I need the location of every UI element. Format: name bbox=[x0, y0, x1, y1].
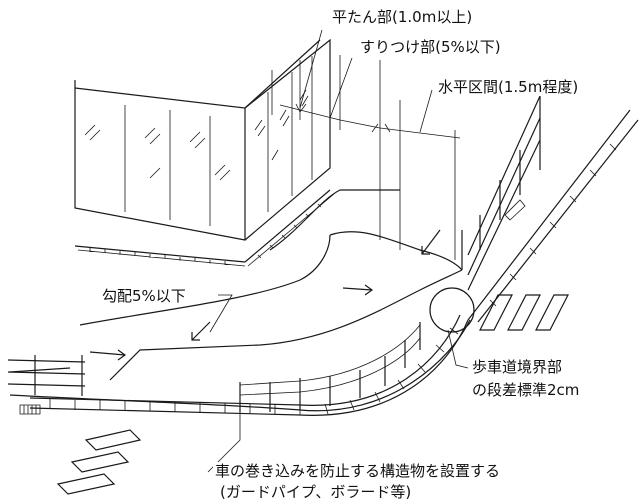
label-slope: 勾配5%以下 bbox=[100, 287, 188, 305]
building bbox=[74, 38, 335, 267]
label-barrier-line1: 車の巻き込みを防止する構造物を設置する bbox=[213, 462, 503, 480]
dimension-extensions bbox=[271, 55, 456, 260]
window-mullions-right bbox=[267, 56, 313, 212]
left-fence-rails bbox=[7, 359, 86, 387]
dimension-lines bbox=[271, 29, 461, 260]
label-curb-step-line2: の段差標準2cm bbox=[470, 381, 582, 399]
building-base-right-ticks bbox=[247, 193, 335, 267]
label-leaders bbox=[299, 29, 433, 133]
crosswalks bbox=[56, 294, 569, 495]
building-base-left bbox=[74, 245, 246, 263]
right-fence-posts bbox=[479, 95, 541, 250]
label-barrier-line2: (ガードパイプ、ボラード等) bbox=[218, 483, 414, 501]
dimension-cross-ticks bbox=[295, 103, 391, 133]
drain-grate-left bbox=[19, 404, 41, 415]
window-mullions bbox=[124, 105, 211, 226]
building-base-ticks bbox=[77, 248, 246, 267]
ramp-upper-edge bbox=[329, 231, 463, 271]
direction-arrows bbox=[89, 229, 441, 361]
left-fence-posts bbox=[34, 355, 83, 396]
bollards bbox=[239, 322, 421, 412]
right-fence-rails bbox=[461, 95, 541, 291]
building-base-right bbox=[244, 189, 331, 263]
arrow-2 bbox=[191, 321, 211, 341]
left-fence bbox=[7, 355, 86, 415]
bollard-rails bbox=[239, 324, 421, 396]
glass-hatching bbox=[84, 89, 309, 181]
label-transition-section: すりつけ部(5%以下) bbox=[358, 38, 503, 56]
right-curb bbox=[467, 109, 639, 323]
barrier-leader bbox=[207, 400, 241, 473]
dimension-baseline bbox=[279, 104, 461, 139]
curb-curved bbox=[29, 314, 469, 416]
label-horizontal-section: 水平区間(1.5m程度) bbox=[436, 78, 581, 96]
crosswalk-lower bbox=[56, 429, 142, 495]
right-fence bbox=[461, 95, 639, 323]
right-curb-blocks bbox=[489, 143, 617, 307]
sidewalk-back-edge bbox=[269, 189, 400, 251]
label-curb-step-line1: 歩車道境界部 bbox=[470, 358, 565, 376]
ramp-left-edge bbox=[79, 234, 331, 326]
drain-grate-right bbox=[504, 199, 526, 221]
sidewalk-ramp bbox=[9, 189, 471, 412]
arrow-1 bbox=[89, 349, 127, 361]
curb-step-leader bbox=[447, 329, 469, 369]
building-right-face bbox=[244, 38, 331, 241]
curb-step-circle bbox=[429, 287, 475, 333]
label-flat-section: 平たん部(1.0m以上) bbox=[330, 8, 475, 26]
curb-bottom bbox=[29, 319, 469, 416]
arrow-3 bbox=[342, 284, 374, 296]
building-left-face bbox=[74, 87, 246, 241]
slope-leader bbox=[209, 294, 233, 333]
curb-step-highlight bbox=[207, 287, 475, 473]
building-roof-edge bbox=[74, 39, 321, 109]
curb-top bbox=[29, 314, 461, 406]
ramp-lower-edge bbox=[109, 269, 463, 381]
curb-blocks bbox=[49, 327, 459, 415]
crosswalk-right bbox=[479, 294, 569, 331]
arrow-4 bbox=[421, 229, 441, 255]
sidewalk-left-edge bbox=[9, 367, 71, 373]
